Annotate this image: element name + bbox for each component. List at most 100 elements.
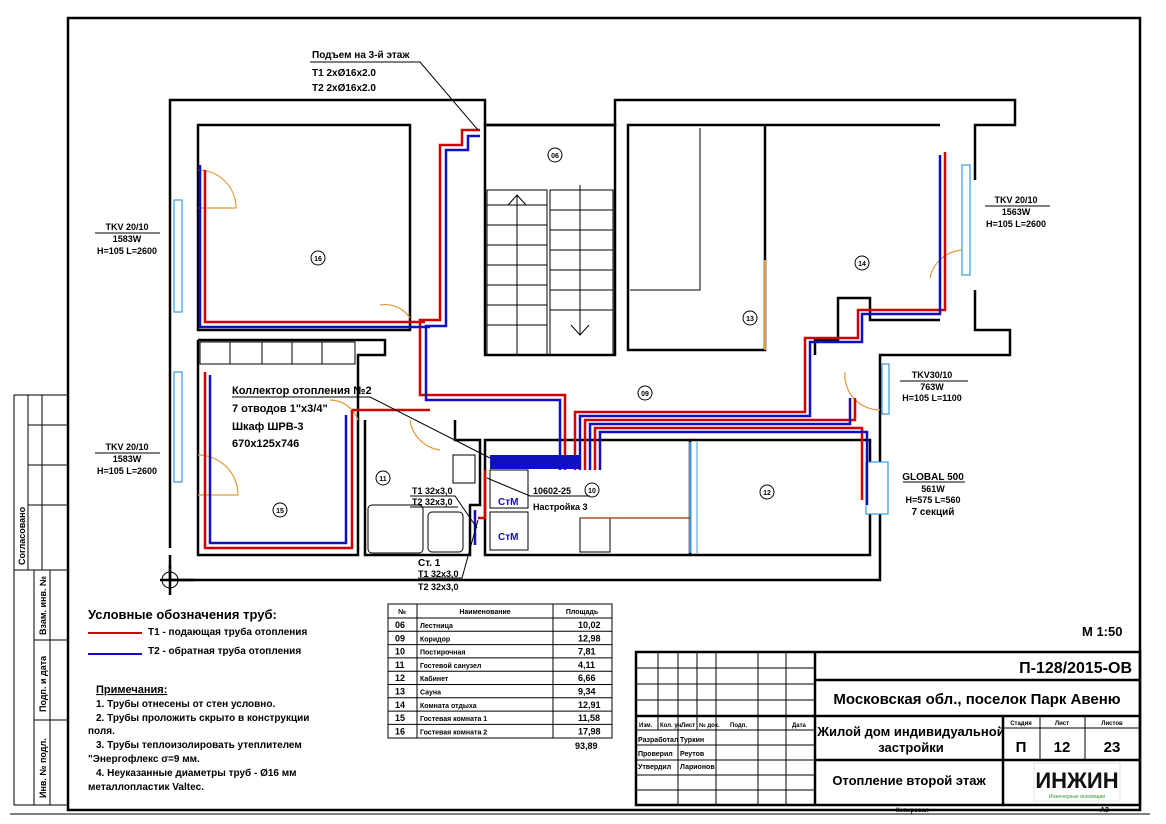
table-cell-number: 11: [395, 660, 405, 670]
table-header: Наименование: [459, 609, 510, 616]
stairs: [486, 185, 614, 356]
col-header: Подп.: [730, 723, 747, 729]
stamp-replace-inv: Взам. инв. №: [38, 576, 48, 635]
room-number: 12: [763, 490, 771, 497]
room-11-walls: [363, 420, 482, 557]
project-address: Московская обл., поселок Парк Авеню: [833, 691, 1120, 708]
signer-role: Разработал: [638, 736, 678, 744]
radiator-model: TKV 20/10: [105, 222, 148, 232]
radiator-power: 1563W: [1002, 207, 1031, 217]
radiator-size: H=105 L=2600: [986, 219, 1046, 229]
radiator: [173, 371, 183, 483]
radiator-model: TKV 20/10: [105, 442, 148, 452]
table-cell-number: 16: [395, 726, 405, 736]
note-line: 1. Трубы отнесены от стен условно.: [96, 698, 275, 710]
table-header: Площадь: [566, 609, 599, 616]
collector-title: Коллектор отопления №2: [232, 385, 372, 397]
equipment-box: [489, 511, 529, 551]
table-cell-area: 4,11: [578, 660, 595, 670]
copied-label: Копировал: [896, 808, 929, 814]
equipment-label: СтМ: [498, 532, 518, 543]
table-cell-number: 14: [395, 700, 405, 710]
object-line-2: застройки: [878, 740, 944, 755]
radiator: [173, 199, 183, 313]
table-cell-area: 11,58: [578, 713, 600, 723]
equipment-label: СтМ: [498, 497, 518, 508]
logo-text: ИНЖИН: [1035, 768, 1118, 793]
table-header: №: [398, 608, 406, 616]
notes-title: Примечания:: [96, 684, 167, 696]
room-number: 10: [588, 488, 596, 495]
company-logo: ИНЖИН Инженерные инновации: [1033, 762, 1121, 802]
stamp-inv-orig: Инв. № подл.: [38, 738, 48, 798]
note-line: металлопластик Valtec.: [88, 782, 204, 793]
riser-note-title: Подъем на 3-й этаж: [312, 50, 410, 61]
radiator-size: H=105 L=1100: [902, 393, 962, 403]
room-number: 11: [379, 476, 387, 483]
room-number: 13: [746, 316, 754, 323]
col-header: Кол. уч.: [660, 723, 683, 729]
radiator-sections: 7 секций: [912, 507, 955, 518]
radiator-model: TKV 20/10: [994, 195, 1037, 205]
sheets-label: Листов: [1101, 721, 1123, 727]
room-number: 15: [276, 508, 284, 515]
notes: Примечания: 1. Трубы отнесены от стен ус…: [88, 684, 309, 793]
sink: [452, 454, 476, 484]
signer-role: Утвердил: [638, 764, 671, 771]
table-cell-number: 15: [395, 713, 405, 723]
room-number: 09: [641, 391, 649, 398]
pipe-11-t2: T2 32x3,0: [412, 497, 453, 507]
pipe-11-t1: T1 32x3,0: [412, 486, 453, 496]
legend-title: Условные обозначения труб:: [88, 607, 277, 622]
table-cell-area: 9,34: [578, 687, 596, 697]
radiator-size: H=105 L=2600: [97, 246, 157, 256]
table-cell-area: 12,91: [578, 700, 601, 710]
logo-subtitle: Инженерные инновации: [1049, 794, 1105, 800]
drawing-code: П-128/2015-ОВ: [1019, 660, 1132, 677]
room-number: 14: [858, 261, 866, 268]
col-header: Изм.: [639, 723, 653, 729]
col-header: Лист: [681, 723, 695, 729]
table-cell-area: 7,81: [578, 647, 596, 657]
door: [929, 249, 966, 279]
radiator-power: 1583W: [113, 454, 142, 464]
riser-1-t1: T1 32x3,0: [418, 569, 459, 579]
floor-plan: СтМ СтМ: [95, 50, 1122, 639]
radiator-model: GLOBAL 500: [902, 472, 964, 483]
radiator-power: 561W: [921, 484, 945, 494]
note-line: 2. Трубы проложить скрыто в конструкции: [96, 712, 309, 724]
table-cell-name: Гостевая комната 1: [420, 716, 487, 723]
collector-cabinet: Шкаф ШРВ-3: [232, 421, 303, 433]
signer-role: Проверил: [638, 751, 673, 758]
table-cell-area: 12,98: [578, 633, 601, 643]
stamp-agreed: Согласовано: [17, 506, 27, 565]
room-number: 16: [314, 256, 322, 263]
table-cell-number: 13: [395, 687, 405, 697]
note-line: 3. Трубы теплоизолировать утеплителем: [96, 739, 302, 751]
format-label: А3: [1100, 807, 1109, 814]
room-13-walls: [626, 123, 767, 352]
equipment-box: [489, 469, 529, 509]
pipe-legend: Условные обозначения труб: T1 - подающая…: [88, 607, 307, 657]
table-cell-number: 10: [395, 647, 405, 657]
scale-label: М 1:50: [1082, 624, 1122, 639]
radiator-size: H=575 L=560: [905, 495, 960, 505]
radiator-power: 1583W: [113, 234, 142, 244]
table-cell-number: 09: [395, 633, 405, 643]
radiator: [881, 363, 890, 415]
riser-note-t2: T2 2xØ16x2.0: [312, 83, 376, 94]
table-cell-name: Постирочная: [420, 650, 466, 657]
side-stamp: Согласовано Взам. инв. № Подп. и дата Ин…: [13, 394, 69, 806]
riser-1-t2: T2 32x3,0: [418, 582, 459, 592]
riser-note-t1: T1 2xØ16x2.0: [312, 68, 376, 79]
legend-t2: T2 - обратная труба отопления: [148, 645, 301, 657]
table-cell-area: 10,02: [578, 620, 601, 630]
radiator: [865, 461, 889, 515]
table-cell-name: Коридор: [420, 636, 450, 643]
table-total: 93,89: [575, 741, 598, 751]
door: [409, 419, 441, 451]
note-line: 4. Неуказанные диаметры труб - Ø16 мм: [96, 767, 297, 779]
title-block: Изм. Кол. уч. Лист № док. Подп. Дата Раз…: [634, 650, 1142, 814]
